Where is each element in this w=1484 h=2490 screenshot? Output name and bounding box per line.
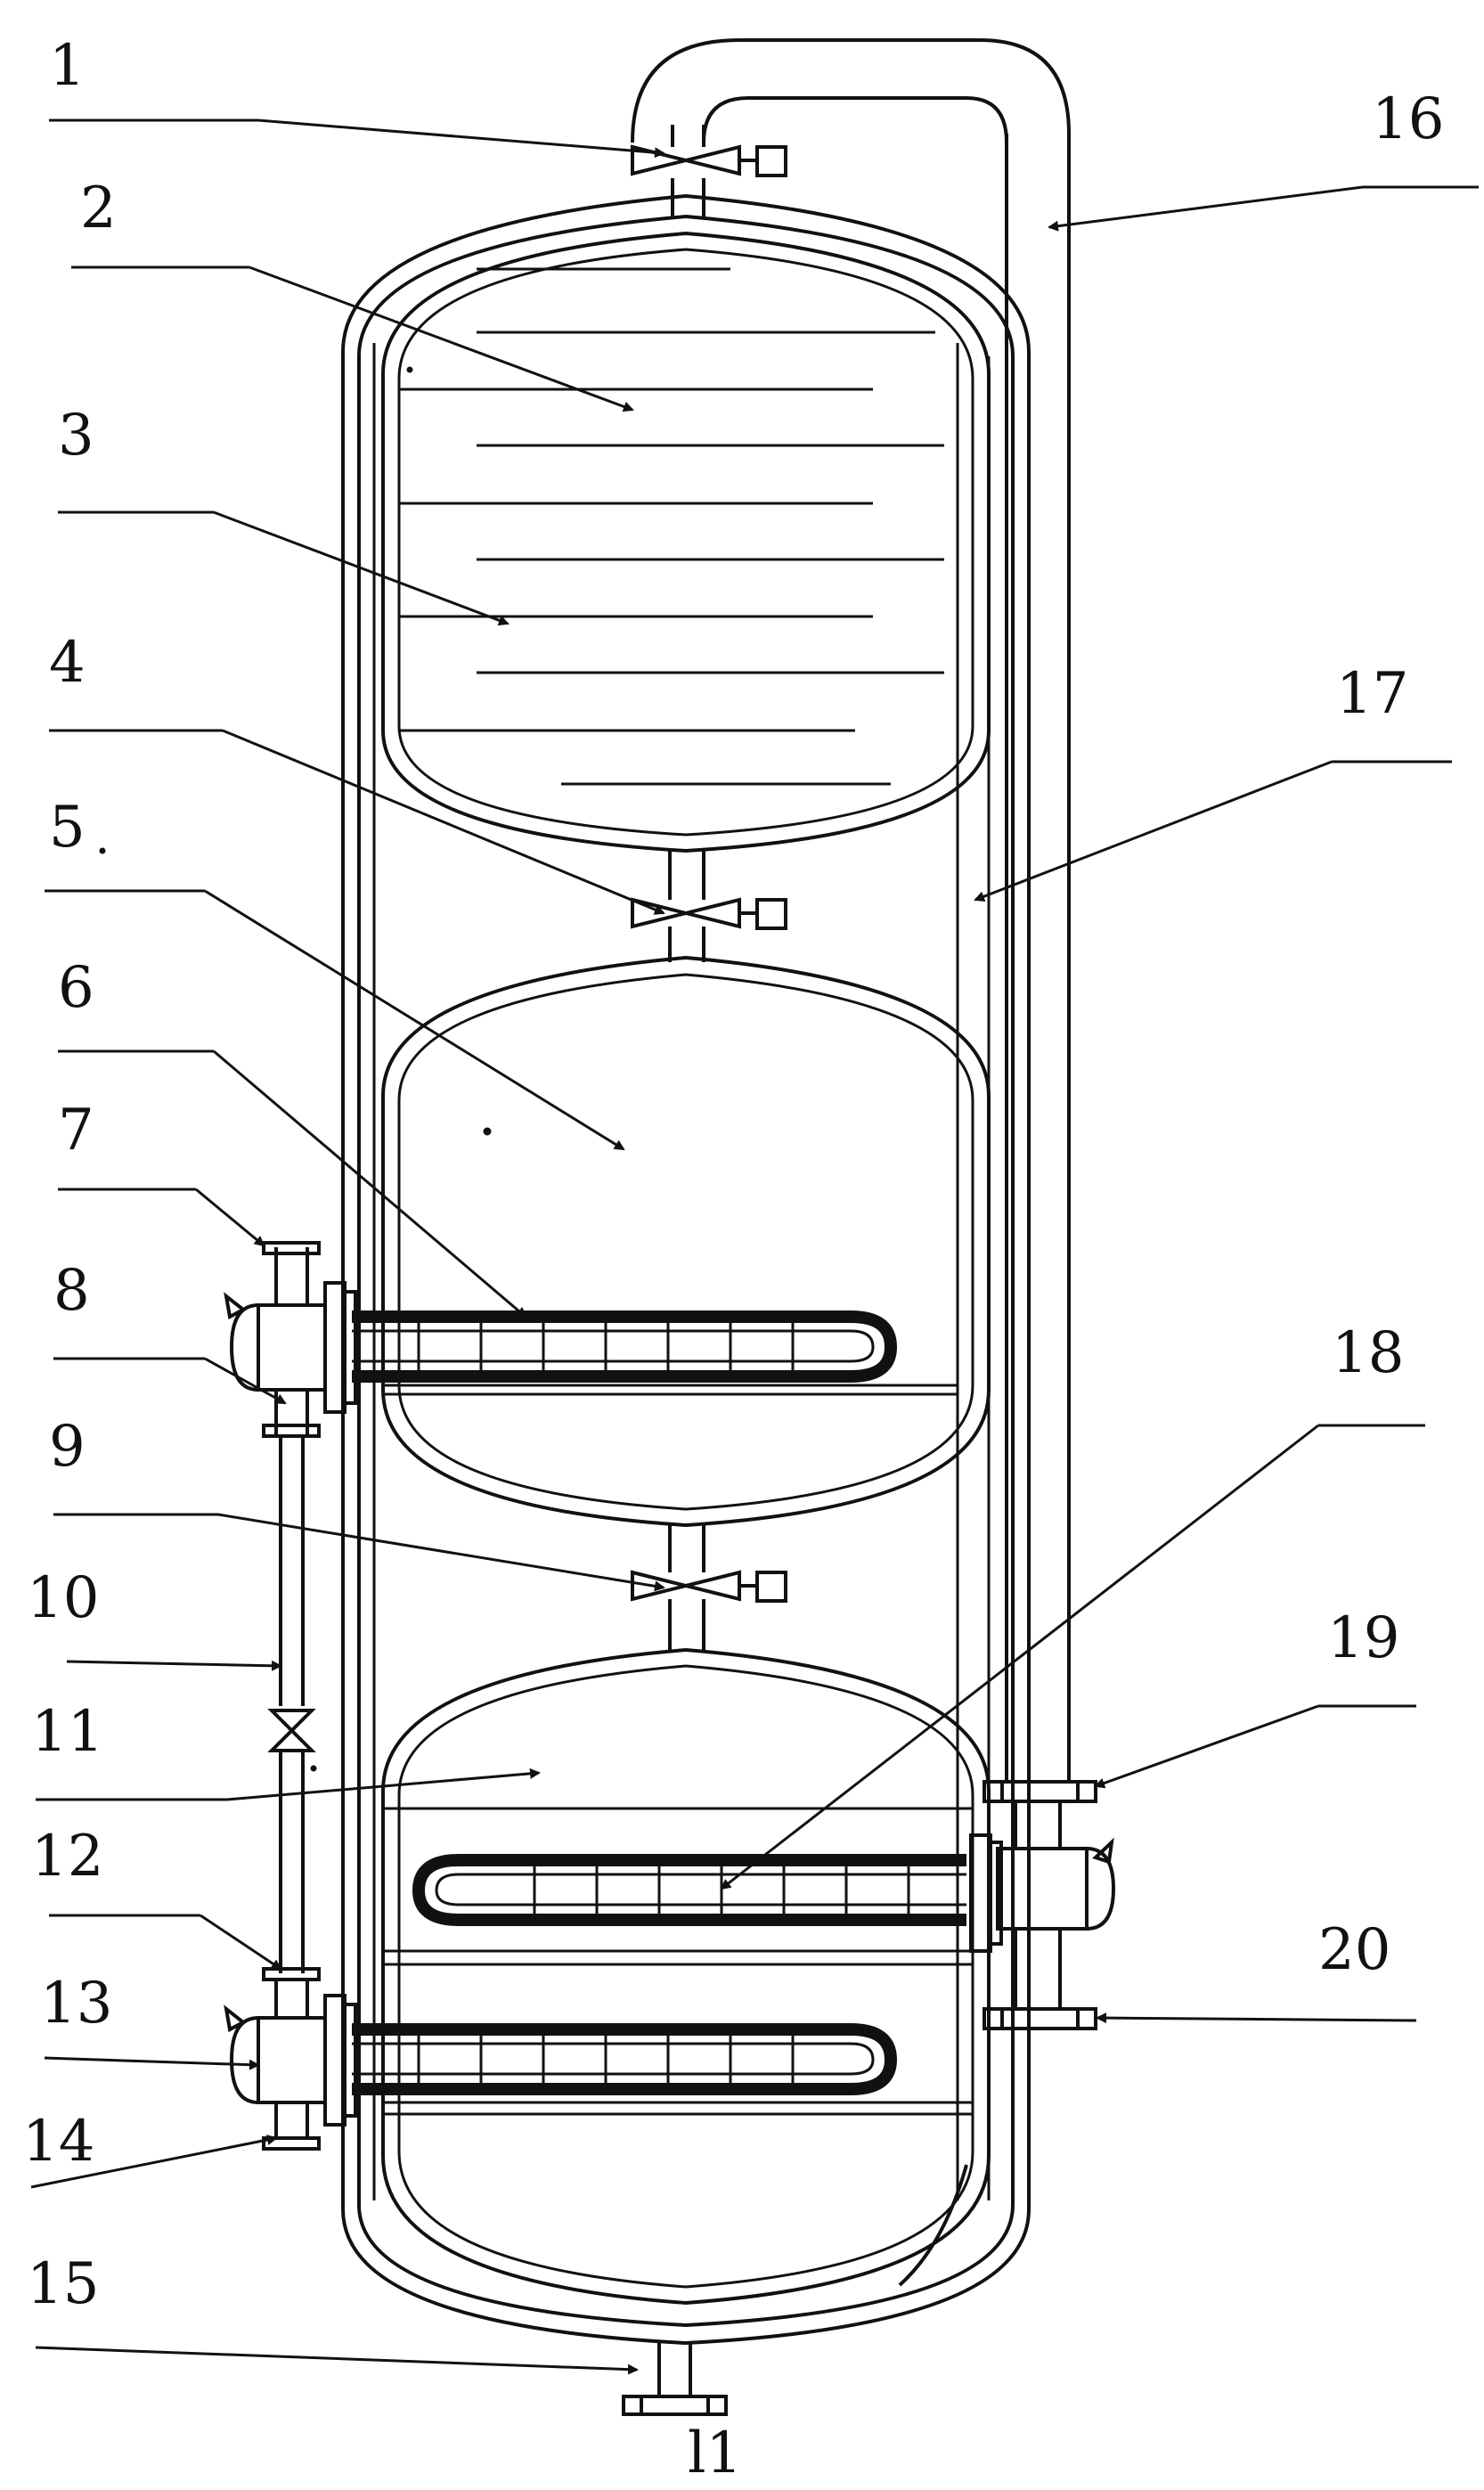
- label-7: 7: [58, 1098, 94, 1163]
- label-10: 10: [27, 1565, 99, 1631]
- label-20: 20: [1318, 1917, 1390, 1983]
- bottom-outlet: [622, 2343, 728, 2416]
- stray-dots: [99, 366, 492, 1772]
- left-header-lower: [224, 1967, 357, 2151]
- valve-lower: [631, 1525, 787, 1653]
- right-header: [969, 1833, 1116, 1953]
- label-3: 3: [58, 403, 94, 469]
- label-1: 1: [49, 33, 86, 99]
- label-19: 19: [1327, 1605, 1399, 1671]
- top-chamber: [381, 231, 991, 853]
- tube-bundle-13: [352, 2023, 898, 2095]
- middle-chamber: [381, 955, 991, 1528]
- label-11: 11: [31, 1699, 103, 1765]
- tube-bundle-18: [412, 1854, 966, 1926]
- flange-19: [983, 1780, 1097, 1849]
- label-4: 4: [49, 630, 86, 696]
- leader-lines: [30, 118, 1479, 2375]
- label-8: 8: [53, 1258, 90, 1324]
- label-13: 13: [40, 1971, 112, 2037]
- baffle-plates: [399, 267, 944, 786]
- left-header-upper: [224, 1241, 357, 1438]
- flange-20: [983, 1929, 1097, 2030]
- outer-jacket: [341, 193, 1031, 2346]
- label-18: 18: [1332, 1320, 1404, 1386]
- label-15: 15: [27, 2251, 99, 2317]
- label-6: 6: [58, 955, 94, 1021]
- label-5: 5: [49, 795, 86, 861]
- inner-walls: [372, 343, 959, 2200]
- label-2: 2: [80, 176, 117, 241]
- return-pipe: [631, 38, 1071, 2200]
- reference-labels: 1 2 3 4 5 6 7 8 9 10 11 12 13 14 15 16 1…: [22, 33, 1444, 2486]
- label-16: 16: [1372, 86, 1444, 152]
- label-12: 12: [31, 1824, 103, 1890]
- connecting-pipe-10: [267, 1436, 316, 1973]
- label-outlet: l1: [688, 2421, 742, 2486]
- label-14: 14: [22, 2109, 94, 2175]
- label-9: 9: [49, 1414, 86, 1480]
- label-17: 17: [1336, 661, 1408, 727]
- bottom-chamber: [381, 1647, 991, 2306]
- valve-middle: [631, 851, 787, 962]
- tube-bundle-7: [352, 1310, 898, 1383]
